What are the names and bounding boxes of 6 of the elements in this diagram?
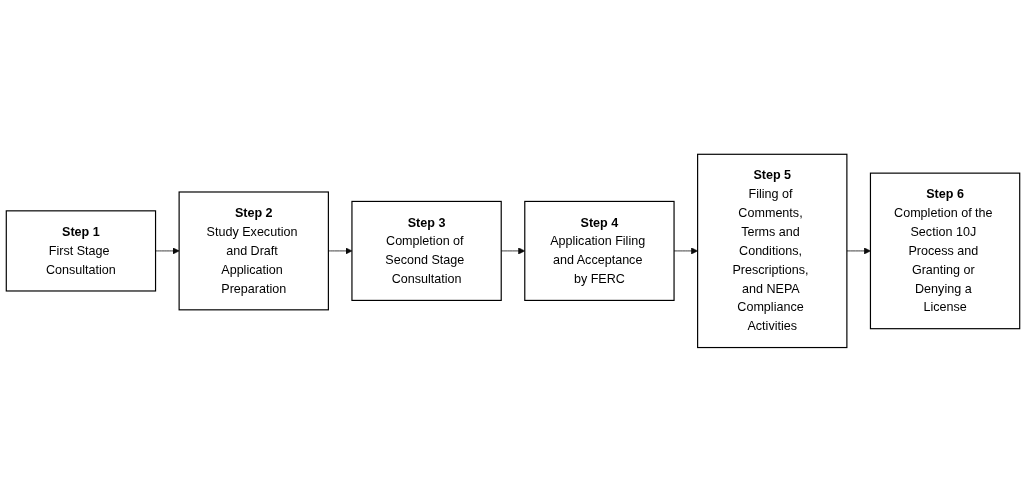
node-box: Step 6 Completion of the Section 10J Process and Granting or Denying a License xyxy=(869,172,1021,330)
node-box: Step 1 First Stage Consultation xyxy=(5,210,157,292)
node-box: Step 4 Application Filing and Acceptance by FERC xyxy=(524,200,675,302)
node-box: Step 2 Study Execution and Draft Application Preparation xyxy=(178,191,329,311)
node-box: Step 3 Completion of Second Stage Consultation xyxy=(351,200,502,302)
node-box: Step 5 Filing of Comments, Terms and Conditions, Prescriptions, and NEPA Compliance Activities xyxy=(697,153,848,349)
